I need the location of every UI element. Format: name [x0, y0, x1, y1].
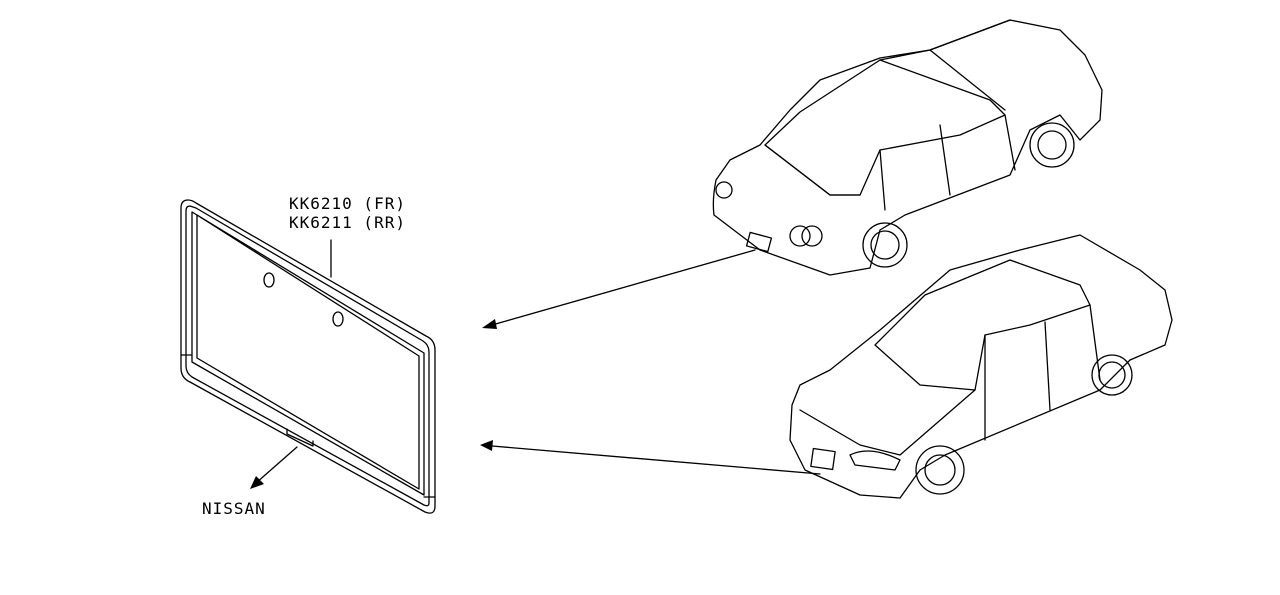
part-number-front: KK6210 (FR) [289, 194, 406, 213]
car-rear-view-icon [712, 19, 1103, 276]
pointer-arrow-icon [250, 249, 821, 489]
license-plate-frame-icon [180, 199, 436, 514]
brand-label: NISSAN [202, 499, 266, 518]
car-front-view-icon [789, 234, 1173, 499]
part-number-rear: KK6211 (RR) [289, 213, 406, 232]
